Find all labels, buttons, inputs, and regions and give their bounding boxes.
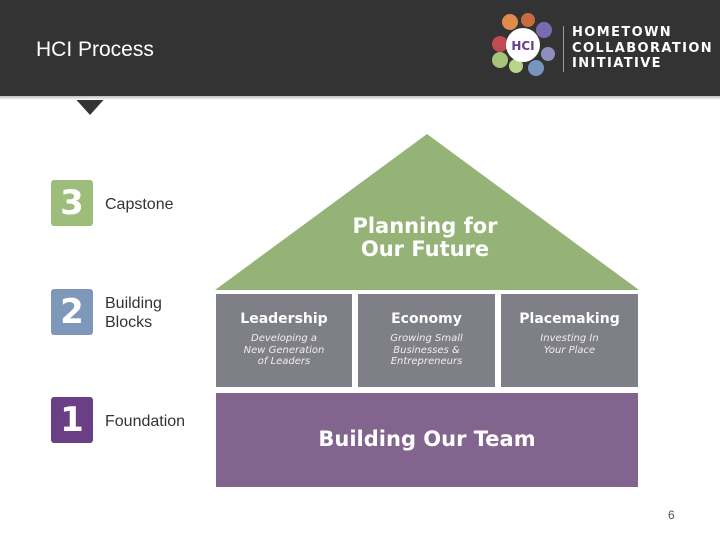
roof-label: Planning for Our Future: [325, 215, 525, 261]
level-2-badge: 2: [51, 289, 93, 335]
pillar-subtitle: Investing In Your Place: [540, 333, 599, 356]
pillar-subtitle: Developing a New Generation of Leaders: [243, 333, 325, 367]
pillar-title: Economy: [391, 311, 462, 327]
header-shadow: [0, 96, 720, 100]
roof-line-2: Our Future: [360, 237, 490, 261]
pillar-leadership: Leadership Developing a New Generation o…: [216, 294, 352, 387]
pillar-subtitle: Growing Small Businesses & Entrepreneurs: [390, 333, 463, 367]
level-2-label: Building Blocks: [105, 295, 162, 331]
pillar-placemaking: Placemaking Investing In Your Place: [501, 294, 638, 387]
header-notch: [72, 95, 108, 115]
foundation-label: Building Our Team: [318, 427, 536, 451]
level-1-badge: 1: [51, 397, 93, 443]
pillar-economy: Economy Growing Small Businesses & Entre…: [358, 294, 495, 387]
pillar-title: Leadership: [240, 311, 328, 327]
logo-line-3: INITIATIVE: [572, 56, 662, 71]
logo-line-2: COLLABORATION: [572, 40, 714, 56]
logo-wordmark: HOMETOWN COLLABORATION INITIATIVE: [572, 25, 713, 72]
hci-logo-icon: HCI: [492, 13, 555, 76]
roof-triangle: [215, 134, 639, 290]
logo-line-1: HOMETOWN: [572, 25, 673, 40]
logo-divider: [563, 26, 564, 72]
page-number: 6: [668, 508, 675, 522]
logo-badge-text: HCI: [511, 39, 534, 53]
level-3-label: Capstone: [105, 196, 174, 213]
level-1-label: Foundation: [105, 413, 186, 430]
pillar-title: Placemaking: [519, 311, 620, 327]
foundation-block: Building Our Team: [216, 393, 638, 487]
roof-line-1: Planning for: [352, 214, 498, 238]
header-bar: [0, 0, 720, 96]
level-3-badge: 3: [51, 180, 93, 226]
slide-title: HCI Process: [36, 38, 154, 61]
